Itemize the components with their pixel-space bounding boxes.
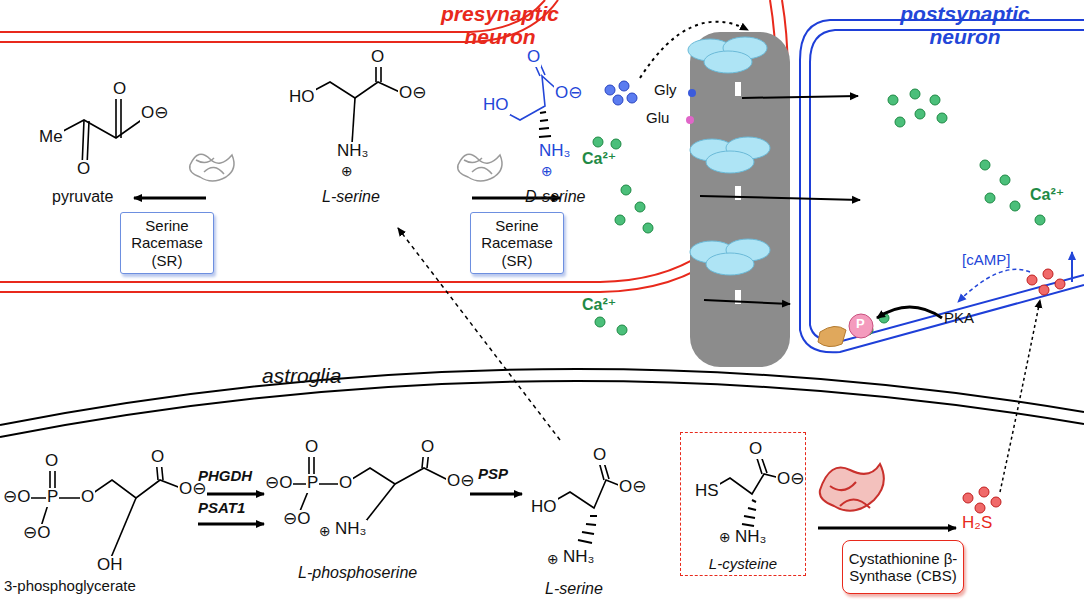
diagram-label: PKA — [944, 310, 974, 327]
diagram-label: PHGDH — [198, 468, 252, 485]
atom-label: O — [338, 474, 353, 493]
node-text: Serine Racemase (SR) — [125, 217, 209, 269]
atom-label: O⊖ — [140, 104, 169, 123]
atom-label: HO — [482, 96, 510, 115]
atom-label: ⊕ — [340, 164, 354, 179]
diagram-label: D-serine — [525, 188, 585, 206]
diagram-label: Glu — [646, 110, 669, 127]
atom-label: ⊖O — [2, 488, 31, 507]
atom-label: ⊖O — [22, 524, 51, 543]
highlight-box: L-cysteine — [680, 432, 806, 576]
diagram-label: 3-phosphoglycerate — [4, 578, 136, 595]
diagram-label: Ca²⁺ — [582, 296, 616, 314]
diagram-label: Ca²⁺ — [582, 150, 616, 168]
atom-label: Me — [38, 128, 64, 147]
diagram-label: PSAT1 — [198, 500, 245, 517]
diagram-label: postsynaptic neuron — [875, 2, 1055, 48]
diagram-label: Ca²⁺ — [1030, 186, 1064, 204]
atom-label: O — [80, 488, 95, 507]
atom-label: O⊖ — [776, 470, 805, 489]
atom-label: O — [420, 438, 435, 457]
atom-label: O⊖ — [446, 472, 475, 491]
atom-label: NH₃ — [734, 528, 767, 547]
atom-label: ⊕ — [718, 530, 732, 545]
diagram-label: P — [856, 317, 865, 331]
diagram-label: presynaptic neuron — [410, 2, 590, 48]
diagram-label: L-phosphoserine — [298, 564, 417, 582]
diagram-label: L-serine — [322, 188, 380, 206]
diagram-label: pyruvate — [52, 188, 113, 206]
atom-label: NH₃ — [538, 142, 571, 161]
diagram-label: Gly — [654, 82, 677, 99]
atom-label: P — [306, 474, 319, 493]
atom-label: NH₃ — [562, 548, 595, 567]
diagram-label: [cAMP] — [962, 252, 1010, 269]
atom-label: NH₃ — [336, 142, 369, 161]
atom-label: O — [748, 440, 763, 459]
atom-label: HO — [530, 498, 558, 517]
diagram-label: astroglia — [262, 364, 341, 387]
diagram-label: H₂S — [962, 514, 992, 533]
atom-label: O — [44, 452, 59, 471]
diagram-label: PSP — [478, 466, 508, 483]
atom-label: O — [526, 48, 541, 67]
atom-label: O — [150, 448, 165, 467]
atom-label: O — [112, 80, 127, 99]
node-text: Cystathionine β-Synthase (CBS) — [847, 550, 959, 585]
atom-label: ⊖O — [264, 474, 293, 493]
enzyme-box: Serine Racemase (SR) — [120, 212, 214, 274]
atom-label: OH — [96, 556, 124, 575]
atom-label: O — [304, 438, 319, 457]
diagram-label: L-serine — [545, 580, 603, 598]
atom-label: O — [592, 446, 607, 465]
enzyme-box: Serine Racemase (SR) — [470, 212, 564, 274]
atom-label: NH₃ — [334, 520, 367, 539]
node-text: L-cysteine — [709, 555, 777, 572]
atom-label: ⊕ — [540, 164, 554, 179]
atom-label: HO — [288, 88, 316, 107]
atom-label: O⊖ — [398, 84, 427, 103]
atom-label: O⊖ — [618, 478, 647, 497]
atom-label: P — [46, 488, 59, 507]
atom-label: O⊖ — [554, 84, 583, 103]
enzyme-box: Cystathionine β-Synthase (CBS) — [842, 540, 964, 594]
atom-label: HS — [694, 482, 720, 501]
atom-label: ⊖O — [282, 510, 311, 529]
atom-label: O — [76, 160, 91, 179]
atom-label: ⊕ — [318, 524, 332, 539]
node-text: Serine Racemase (SR) — [475, 217, 559, 269]
atom-label: ⊕ — [546, 552, 560, 567]
atom-label: O — [370, 48, 385, 67]
